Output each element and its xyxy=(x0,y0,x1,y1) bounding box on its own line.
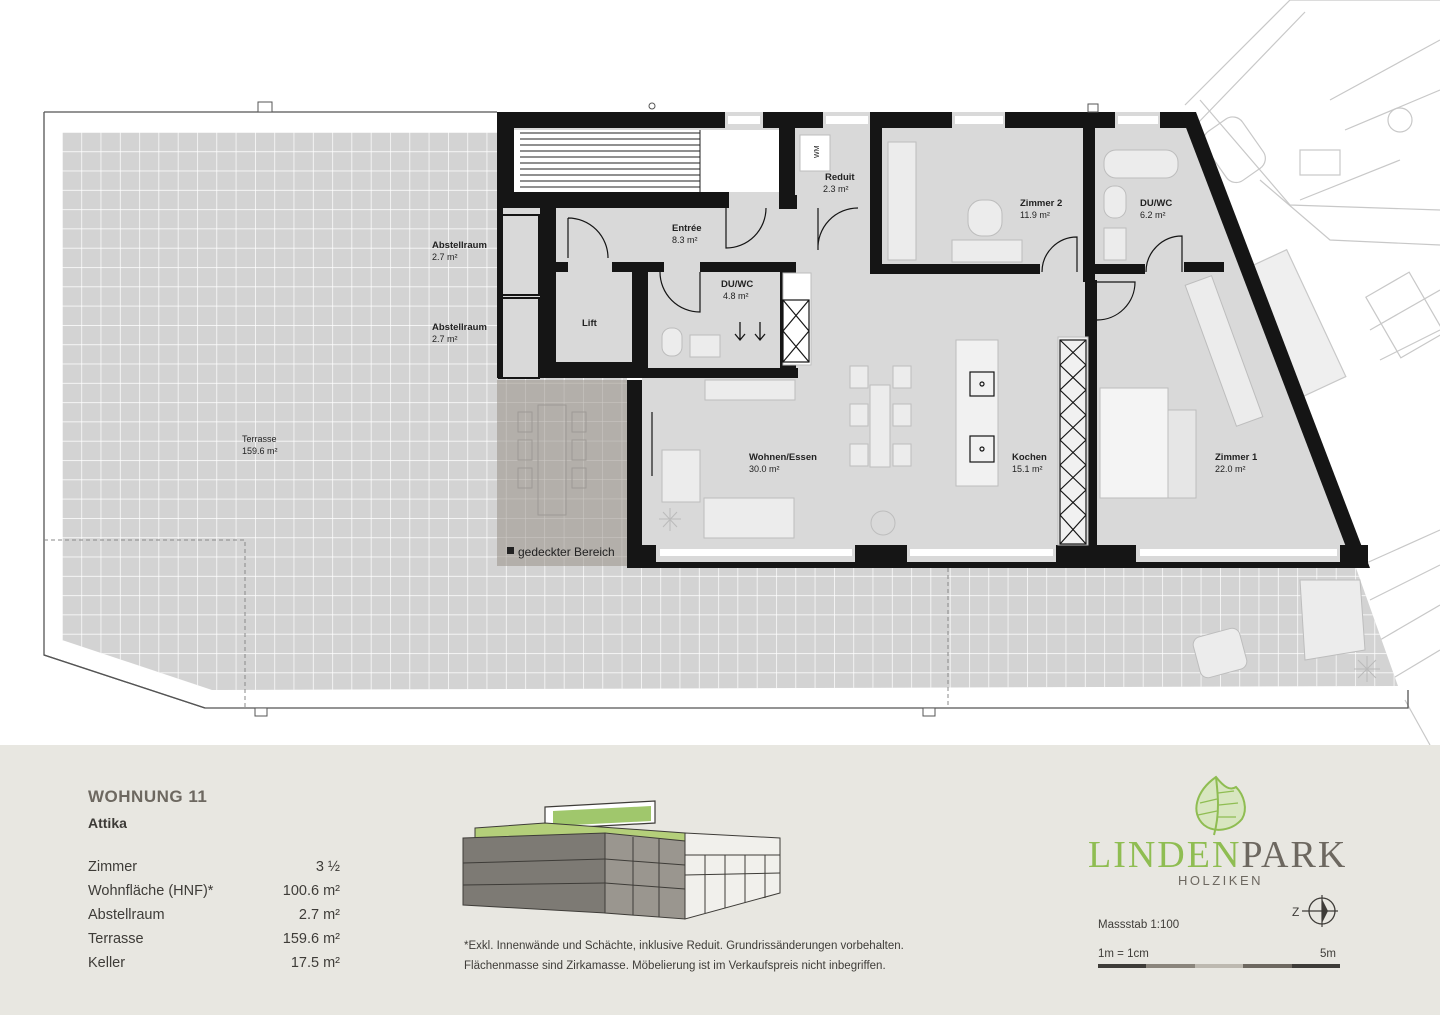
room-labels: Terrasse 159.6 m² Abstellraum 2.7 m² Abs… xyxy=(242,145,1258,474)
fact-label: Abstellraum xyxy=(88,907,165,923)
svg-text:11.9 m²: 11.9 m² xyxy=(1020,210,1050,220)
apartment-title: WOHNUNG 11 xyxy=(88,787,208,806)
fact-row: Wohnfläche (HNF)* 100.6 m² xyxy=(88,883,340,907)
svg-text:159.6 m²: 159.6 m² xyxy=(242,446,278,456)
fact-value: 17.5 m² xyxy=(290,955,340,971)
scale-segment xyxy=(1243,964,1292,968)
wall-fixtures xyxy=(648,102,1099,113)
scale-right-label: 5m xyxy=(1320,948,1336,960)
scale-segment xyxy=(1146,964,1195,968)
svg-text:Terrasse: Terrasse xyxy=(242,434,277,444)
svg-text:Abstellraum: Abstellraum xyxy=(432,240,487,251)
door-swings xyxy=(567,207,1183,476)
fact-label: Wohnfläche (HNF)* xyxy=(88,883,214,899)
plant-icon xyxy=(659,508,1380,682)
svg-text:6.2 m²: 6.2 m² xyxy=(1140,210,1166,220)
svg-text:2.7 m²: 2.7 m² xyxy=(432,334,458,344)
svg-text:8.3 m²: 8.3 m² xyxy=(672,235,698,245)
shower-arrows xyxy=(734,322,766,342)
furniture xyxy=(661,134,1366,679)
kitchen-sinks xyxy=(969,371,995,463)
scale-segment xyxy=(1291,964,1341,968)
linden-leaf-icon xyxy=(1195,775,1246,836)
footnote: *Exkl. Innenwände und Schächte, inklusiv… xyxy=(464,936,1004,976)
covered-area-marker xyxy=(507,547,514,554)
fact-label: Keller xyxy=(88,955,126,971)
covered-area-label: gedeckter Bereich xyxy=(518,545,615,559)
footnote-line: Flächenmasse sind Zirkamasse. Möbelierun… xyxy=(464,960,886,972)
svg-text:DU/WC: DU/WC xyxy=(721,279,753,290)
fact-label: Terrasse xyxy=(88,931,144,947)
svg-text:DU/WC: DU/WC xyxy=(1140,198,1172,209)
storage-boxes xyxy=(498,214,540,379)
footnote-line: *Exkl. Innenwände und Schächte, inklusiv… xyxy=(464,940,904,952)
svg-text:WM: WM xyxy=(814,145,821,158)
svg-text:Lift: Lift xyxy=(582,318,598,329)
svg-text:Entrée: Entrée xyxy=(672,223,702,234)
facts-table: Zimmer 3 ½ Wohnfläche (HNF)* 100.6 m² Ab… xyxy=(88,859,340,979)
stair-steps xyxy=(520,130,701,192)
svg-text:Zimmer 2: Zimmer 2 xyxy=(1020,198,1062,209)
svg-text:2.3 m²: 2.3 m² xyxy=(823,184,849,194)
svg-text:Reduit: Reduit xyxy=(825,172,855,183)
apartment-floor-label: Attika xyxy=(88,815,127,831)
fact-value: 159.6 m² xyxy=(282,931,340,947)
svg-text:Z: Z xyxy=(1292,905,1299,919)
svg-text:2.7 m²: 2.7 m² xyxy=(432,252,458,262)
staircase xyxy=(514,130,779,192)
building-3d-icon xyxy=(462,800,781,920)
svg-text:Zimmer 1: Zimmer 1 xyxy=(1215,452,1258,463)
scale-segment xyxy=(1098,964,1147,968)
fact-value: 3 ½ xyxy=(315,859,340,875)
svg-text:Kochen: Kochen xyxy=(1012,452,1047,463)
svg-text:30.0 m²: 30.0 m² xyxy=(749,464,780,474)
info-footer: WOHNUNG 11 Attika Zimmer 3 ½ Wohnfläche … xyxy=(0,745,1440,1015)
floor-plan: gedeckter Bereich xyxy=(43,0,1440,745)
svg-text:Abstellraum: Abstellraum xyxy=(432,322,487,333)
brand-wordmark: LINDENPARK xyxy=(1088,833,1347,877)
brand-word-park: PARK xyxy=(1241,834,1348,876)
fact-row: Keller 17.5 m² xyxy=(88,955,340,979)
windows xyxy=(660,116,1337,556)
walls xyxy=(497,112,1370,568)
brand-subline: HOLZIKEN xyxy=(1178,873,1264,888)
scale-segment xyxy=(1194,964,1244,968)
svg-text:15.1 m²: 15.1 m² xyxy=(1012,464,1043,474)
fact-value: 100.6 m² xyxy=(282,883,340,899)
compass-north-icon: Z xyxy=(1292,895,1338,927)
scale-left-label: 1m = 1cm xyxy=(1098,948,1149,960)
scale-label: Massstab 1:100 xyxy=(1098,919,1180,931)
fact-row: Terrasse 159.6 m² xyxy=(88,931,340,955)
svg-text:Wohnen/Essen: Wohnen/Essen xyxy=(749,452,817,463)
fact-label: Zimmer xyxy=(88,859,138,875)
svg-text:4.8 m²: 4.8 m² xyxy=(723,291,749,301)
kitchen-tall-cabinet xyxy=(782,299,1087,545)
svg-text:22.0 m²: 22.0 m² xyxy=(1215,464,1246,474)
fact-row: Zimmer 3 ½ xyxy=(88,859,340,883)
brand-word-linden: LINDEN xyxy=(1088,834,1242,876)
scale-bar xyxy=(1098,964,1341,968)
fact-value: 2.7 m² xyxy=(298,907,340,923)
fact-row: Abstellraum 2.7 m² xyxy=(88,907,340,931)
